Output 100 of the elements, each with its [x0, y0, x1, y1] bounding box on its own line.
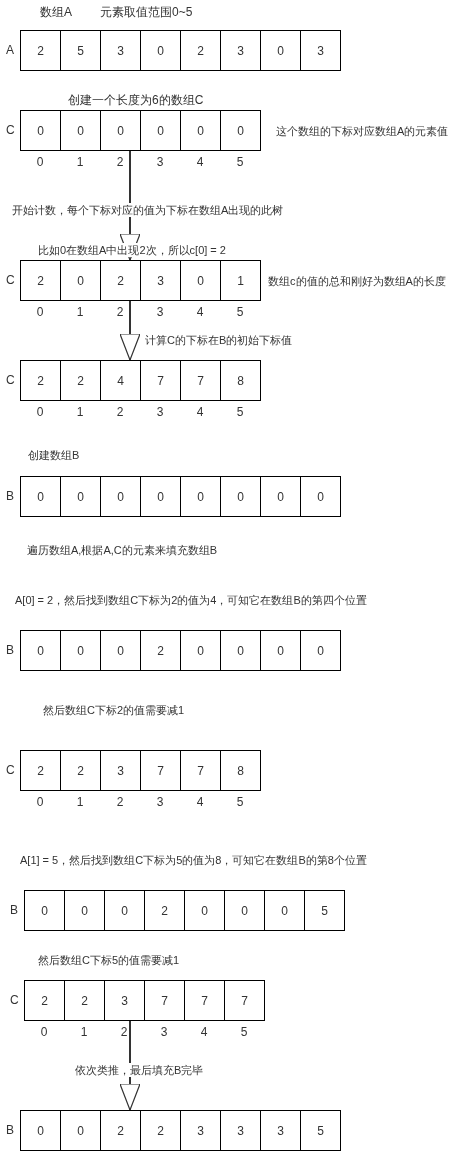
array-cell: 7: [180, 750, 221, 791]
array-cell: 0: [180, 110, 221, 151]
array-cell: 2: [64, 980, 105, 1021]
array-cell: 3: [140, 260, 181, 301]
array-cell: 0: [260, 30, 301, 71]
arrow: [119, 1020, 141, 1111]
index-number: 2: [115, 795, 125, 809]
array-cell: 2: [140, 1110, 181, 1151]
index-number: 3: [155, 305, 165, 319]
arrow: [119, 300, 141, 361]
index-number: 5: [239, 1025, 249, 1039]
array-cell: 0: [140, 30, 181, 71]
index-number: 3: [159, 1025, 169, 1039]
array-cell: 2: [60, 750, 101, 791]
array-name: B: [6, 489, 14, 503]
index-number: 1: [75, 795, 85, 809]
array-cell: 3: [220, 1110, 261, 1151]
index-number: 5: [235, 405, 245, 419]
array-cell: 0: [264, 890, 305, 931]
note-text: 创建数组B: [28, 448, 80, 462]
array-name: B: [6, 1123, 14, 1137]
index-number: 3: [155, 795, 165, 809]
note-text: 开始计数，每个下标对应的值为下标在数组A出现的此树: [12, 203, 284, 217]
array-cell: 0: [224, 890, 265, 931]
note-text: 计算C的下标在B的初始下标值: [145, 333, 293, 347]
array-cell: 2: [20, 260, 61, 301]
array-cell: 2: [100, 260, 141, 301]
array-cell: 0: [24, 890, 65, 931]
array-cell: 0: [64, 890, 105, 931]
array-cell: 0: [60, 110, 101, 151]
index-number: 0: [35, 795, 45, 809]
array-cell: 2: [20, 30, 61, 71]
index-number: 1: [75, 405, 85, 419]
note-text: 依次类推，最后填充B完毕: [75, 1063, 204, 1077]
note-text: A[1] = 5，然后找到数组C下标为5的值为8，可知它在数组B的第8个位置: [20, 853, 367, 867]
array-name: C: [10, 993, 19, 1007]
array-name: C: [6, 763, 15, 777]
array-cell: 0: [20, 476, 61, 517]
index-number: 0: [35, 305, 45, 319]
array-cell: 0: [184, 890, 225, 931]
array-cell: 3: [300, 30, 341, 71]
index-number: 0: [35, 405, 45, 419]
array-name: C: [6, 273, 15, 287]
array-cell: 4: [100, 360, 141, 401]
index-number: 4: [195, 155, 205, 169]
index-number: 5: [235, 305, 245, 319]
array-cell: 0: [100, 630, 141, 671]
array-cell: 8: [220, 360, 261, 401]
array-cell: 0: [140, 110, 181, 151]
array-name: 创建一个长度为6的数组C: [68, 93, 204, 107]
array-cell: 0: [60, 630, 101, 671]
array-cell: 5: [60, 30, 101, 71]
note-text: 遍历数组A,根据A,C的元素来填充数组B: [27, 543, 218, 557]
note-text: 然后数组C下标2的值需要减1: [43, 703, 185, 717]
index-number: 4: [195, 405, 205, 419]
array-cell: 2: [140, 630, 181, 671]
index-number: 2: [115, 405, 125, 419]
array-cell: 2: [24, 980, 65, 1021]
index-number: 5: [235, 795, 245, 809]
array-cell: 2: [60, 360, 101, 401]
array-name: B: [6, 643, 14, 657]
array-name: C: [6, 123, 15, 137]
array-cell: 0: [260, 630, 301, 671]
array-cell: 7: [140, 360, 181, 401]
index-number: 5: [235, 155, 245, 169]
array-cell: 0: [180, 260, 221, 301]
index-number: 2: [115, 155, 125, 169]
array-cell: 0: [260, 476, 301, 517]
index-number: 1: [75, 305, 85, 319]
array-cell: 7: [144, 980, 185, 1021]
array-cell: 8: [220, 750, 261, 791]
array-cell: 0: [20, 110, 61, 151]
array-cell: 3: [260, 1110, 301, 1151]
index-number: 0: [39, 1025, 49, 1039]
array-cell: 0: [180, 630, 221, 671]
array-cell: 2: [20, 750, 61, 791]
array-cell: 0: [100, 110, 141, 151]
array-cell: 7: [180, 360, 221, 401]
note-text: A[0] = 2，然后找到数组C下标为2的值为4，可知它在数组B的第四个位置: [15, 593, 367, 607]
index-number: 4: [195, 795, 205, 809]
array-name: 元素取值范围0~5: [100, 5, 193, 19]
array-cell: 0: [104, 890, 145, 931]
array-name: A: [6, 43, 14, 57]
array-cell: 0: [20, 630, 61, 671]
array-name: B: [10, 903, 18, 917]
array-cell: 7: [184, 980, 225, 1021]
array-cell: 3: [100, 30, 141, 71]
array-cell: 0: [60, 476, 101, 517]
index-number: 4: [195, 305, 205, 319]
array-cell: 0: [60, 1110, 101, 1151]
note-text: 比如0在数组A中出现2次，所以c[0] = 2: [38, 243, 226, 257]
index-number: 1: [79, 1025, 89, 1039]
array-cell: 0: [100, 476, 141, 517]
array-cell: 3: [104, 980, 145, 1021]
array-cell: 5: [300, 1110, 341, 1151]
index-number: 3: [155, 155, 165, 169]
array-cell: 0: [300, 630, 341, 671]
array-cell: 0: [60, 260, 101, 301]
array-name: 数组A: [40, 5, 72, 19]
index-number: 0: [35, 155, 45, 169]
